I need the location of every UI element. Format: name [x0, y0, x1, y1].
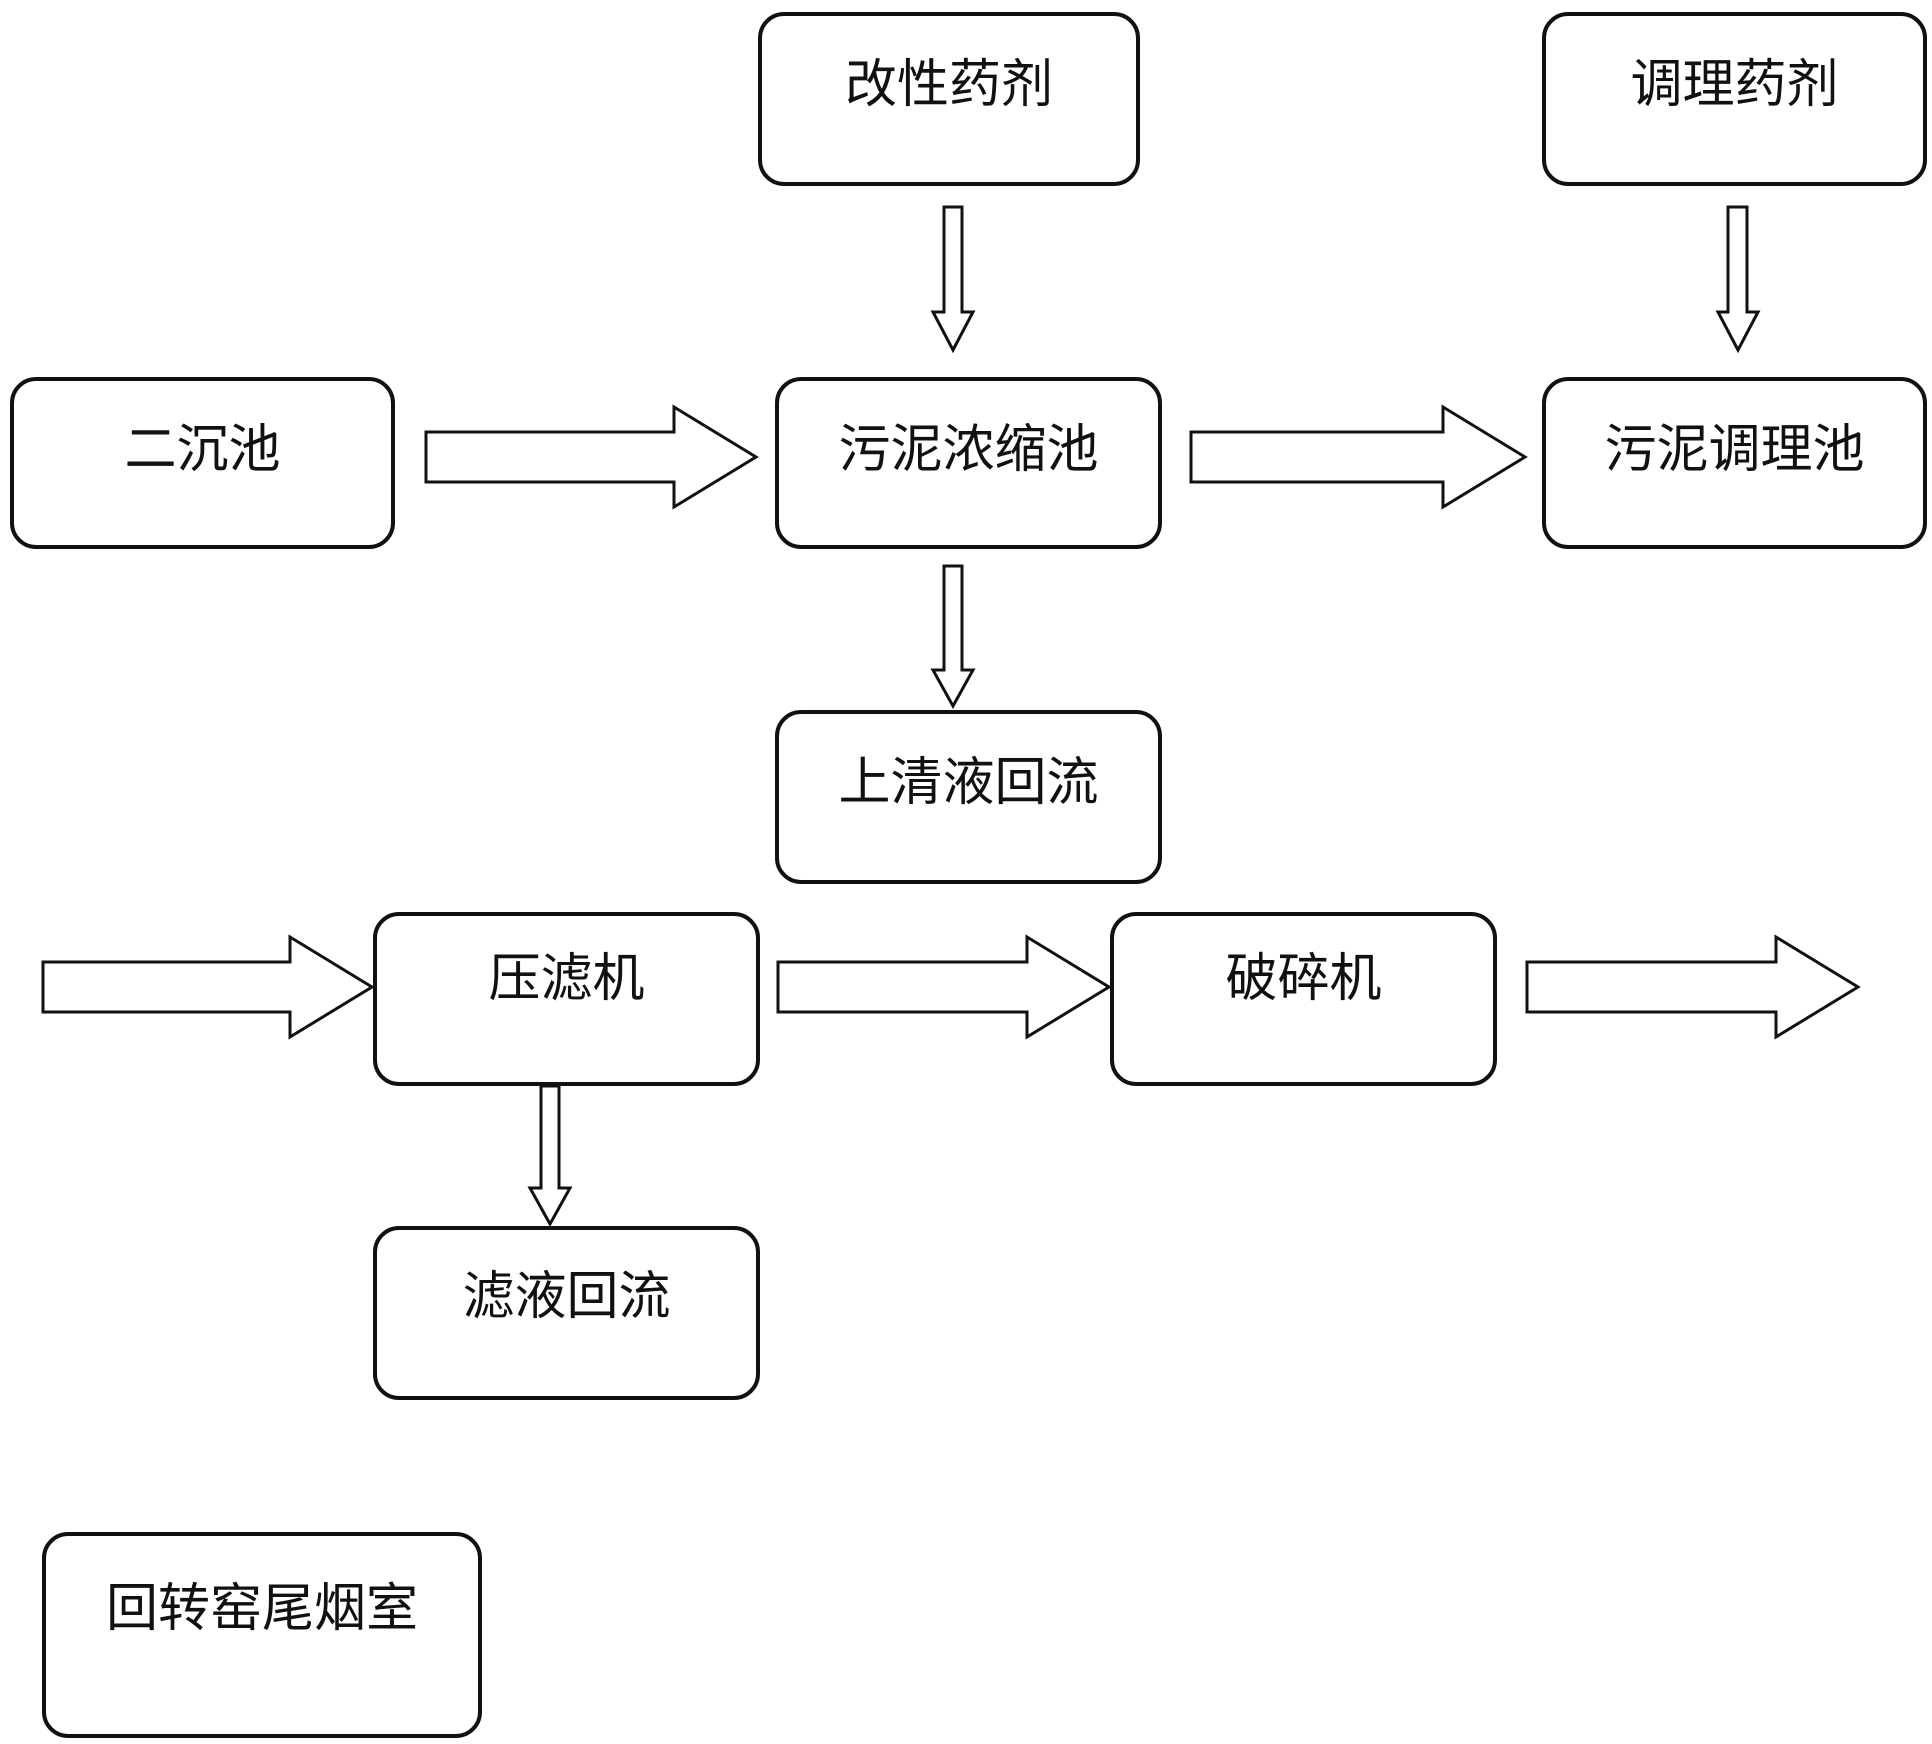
node-secondary-clarifier: 二沉池 — [10, 377, 395, 549]
node-label: 污泥调理池 — [1604, 420, 1865, 480]
node-label: 上清液回流 — [838, 753, 1099, 813]
arrow-down-press-to-filtrate — [527, 1084, 573, 1228]
node-label: 二沉池 — [124, 420, 281, 480]
arrow-down-thickener-to-supernatant — [930, 564, 976, 710]
node-label: 回转窑尾烟室 — [106, 1579, 419, 1639]
node-sludge-conditioning-tank: 污泥调理池 — [1542, 377, 1927, 549]
node-label: 调理药剂 — [1630, 55, 1839, 115]
arrow-down-modifying-to-thickener — [930, 205, 976, 354]
node-filtrate-return: 滤液回流 — [373, 1226, 760, 1400]
node-modifying-agent: 改性药剂 — [758, 12, 1140, 186]
node-label: 滤液回流 — [462, 1267, 671, 1327]
node-supernatant-return: 上清液回流 — [775, 710, 1162, 884]
arrow-right-press-to-crusher — [776, 934, 1112, 1040]
node-label: 污泥浓缩池 — [838, 420, 1099, 480]
arrow-down-conditioning-to-tank — [1715, 205, 1761, 354]
arrow-right-thickener-to-conditioning — [1189, 404, 1528, 510]
node-sludge-thickener: 污泥浓缩池 — [775, 377, 1162, 549]
arrow-right-crusher-out — [1525, 934, 1861, 1040]
node-label: 破碎机 — [1225, 949, 1382, 1009]
node-kiln-tail-smoke-chamber: 回转窑尾烟室 — [42, 1532, 482, 1738]
node-label: 压滤机 — [488, 949, 645, 1009]
node-conditioning-agent: 调理药剂 — [1542, 12, 1927, 186]
arrow-right-clarifier-to-thickener — [424, 404, 759, 510]
node-label: 改性药剂 — [844, 55, 1053, 115]
node-crusher: 破碎机 — [1110, 912, 1497, 1086]
arrow-right-into-filter-press — [41, 934, 375, 1040]
node-filter-press: 压滤机 — [373, 912, 760, 1086]
